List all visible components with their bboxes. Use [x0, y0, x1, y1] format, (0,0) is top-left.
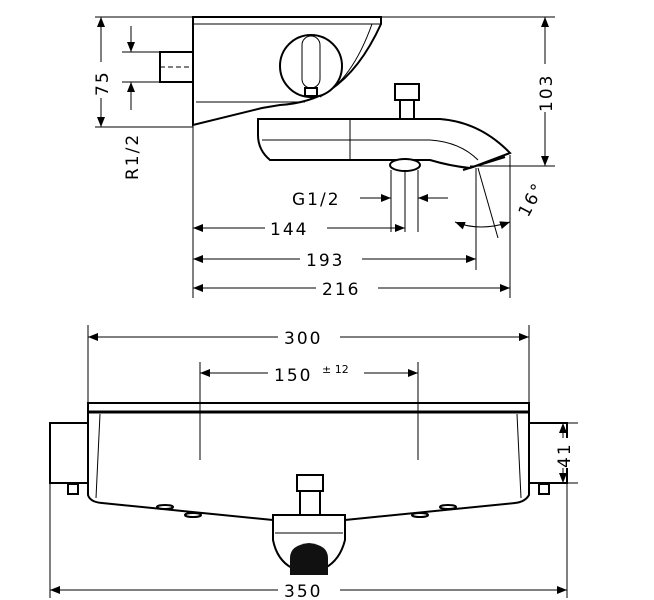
dim-g1-2: G1/2 — [292, 190, 341, 210]
dim-150-tolerance: ± 12 — [322, 363, 349, 376]
dim-350: 350 — [284, 582, 322, 600]
dim-144: 144 — [270, 220, 308, 240]
dim-193: 193 — [306, 251, 344, 271]
dim-150: 150 — [274, 366, 312, 386]
dim-41: 41 — [555, 442, 575, 468]
dim-300: 300 — [284, 329, 322, 349]
dim-r1-2: R1/2 — [123, 133, 143, 180]
temperature-knob — [279, 34, 343, 98]
side-view: 75 R1/2 103 G1/2 16° 144 193 216 — [93, 16, 557, 300]
dim-216: 216 — [322, 280, 360, 300]
dim-16-deg: 16° — [515, 179, 550, 220]
left-connector — [49, 422, 89, 484]
dim-75: 75 — [93, 70, 113, 96]
dim-103: 103 — [537, 74, 557, 112]
bath-spout — [257, 118, 512, 170]
diverter-knob — [394, 83, 420, 119]
bottom-outlet — [389, 158, 421, 172]
center-outlet — [272, 474, 346, 575]
front-view: 300 150 ± 12 41 350 — [49, 325, 578, 600]
